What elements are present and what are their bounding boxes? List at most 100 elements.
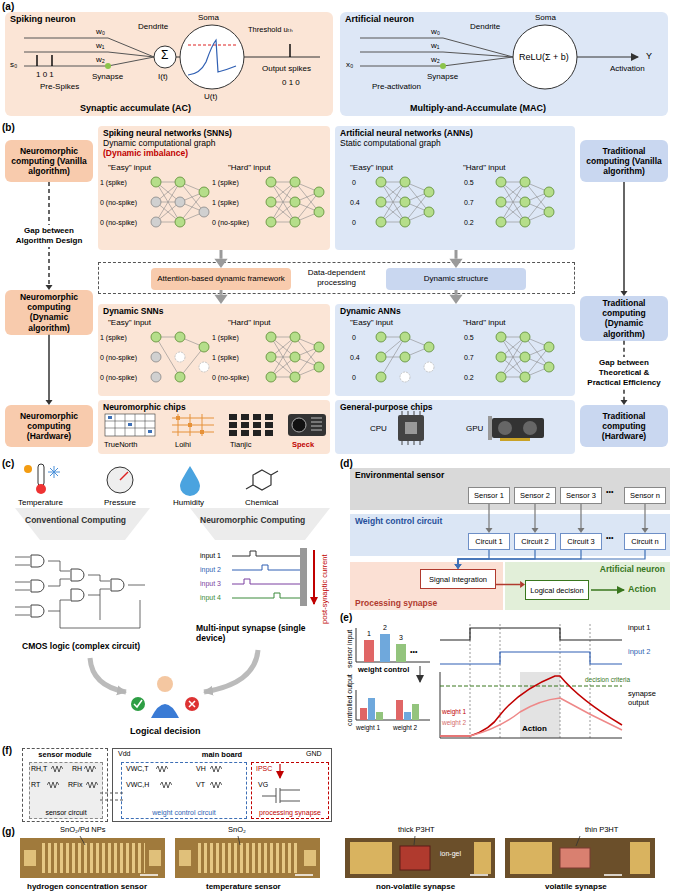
bar-chart [376, 712, 383, 720]
body-text: Dynamic computational graph [103, 138, 325, 148]
arrowhead [46, 285, 53, 290]
text-label: 0.2 [464, 374, 474, 382]
body-text: Static computational graph [340, 138, 570, 148]
connector [214, 250, 227, 268]
circuit-wiring [160, 782, 172, 788]
synapse-device [232, 565, 300, 570]
chip-icon [253, 414, 261, 420]
device-photo [470, 874, 488, 876]
synapse-device [232, 548, 314, 606]
text-label: Pre-activation [372, 82, 421, 91]
chip-icon [105, 414, 155, 436]
signal-plot [520, 672, 560, 738]
sensor-icon [107, 467, 133, 493]
text-label: Pressure [104, 498, 136, 507]
text-label: (c) [2, 458, 14, 470]
synapse-device [232, 579, 300, 584]
text-label: RH [72, 765, 82, 773]
heading-text: General-purpose chips [340, 402, 570, 412]
text-label: Neuromorphic Computing [200, 516, 305, 526]
heading-text: Environmental sensor [355, 470, 665, 480]
arrowhead [486, 528, 493, 533]
device-photo [80, 836, 85, 845]
text-label: "Easy" input [350, 318, 393, 327]
chip-icon [229, 414, 237, 420]
cmos-circuit [71, 569, 84, 581]
connector [455, 550, 646, 569]
text-label: decision criteria [584, 676, 631, 683]
chip-icon [311, 418, 322, 430]
connector-line [455, 290, 458, 295]
circuit-wiring [279, 764, 280, 778]
text-label: VH [196, 765, 206, 773]
text-label: w₂ [431, 55, 440, 64]
bar-chart [412, 704, 419, 720]
connector-line [644, 504, 645, 528]
decision-figure [185, 697, 199, 711]
device-photo [295, 874, 313, 876]
spiking-neuron-drawing [244, 57, 320, 58]
text-label: non-volatile synapse [376, 882, 455, 891]
device-photo [505, 838, 655, 878]
text-label: (e) [340, 612, 352, 624]
chip-icon [398, 415, 424, 441]
heading-text: sensor module [25, 750, 105, 759]
stage-box: Neuromorphic computing (Vanilla algorith… [5, 140, 93, 182]
text-label: Action [522, 724, 547, 733]
chip-icon [265, 430, 273, 436]
cmos-circuit [31, 605, 44, 617]
artificial-neuron-drawing [577, 57, 638, 58]
text-label: 1 0 1 [36, 70, 54, 79]
arrowhead [449, 295, 462, 304]
spiking-neuron-drawing [105, 63, 111, 69]
network-graph [151, 332, 209, 382]
text-label: thin P3HT [585, 826, 618, 835]
connector-line [458, 550, 535, 564]
connector [449, 250, 462, 268]
connector-line [48, 335, 50, 400]
device-photo [140, 874, 158, 876]
text-label: input 3 [200, 580, 221, 588]
synapse-device [300, 548, 307, 606]
process-box: Sensor 3 [560, 487, 602, 504]
text-label: ••• [410, 648, 417, 656]
text-label: synapse output [628, 690, 670, 707]
connector [46, 335, 53, 405]
bar-chart [396, 644, 406, 662]
process-box: Logical decision [525, 580, 589, 600]
stage-box: Traditional computing (Dynamic algorithm… [580, 296, 668, 341]
chip-icon [241, 430, 249, 436]
decision-figure [131, 697, 145, 711]
text-label: Threshold uₜₕ [248, 26, 293, 35]
device-photo [604, 874, 622, 876]
text-label: Loihi [175, 441, 191, 450]
device-photo [175, 838, 320, 878]
process-box: Sensor n [624, 487, 666, 504]
text-label: 0.7 [464, 354, 474, 362]
arrowhead [642, 528, 649, 533]
text-label: Activation [610, 64, 645, 73]
arrowhead [532, 528, 539, 533]
text-label: Dendrite [470, 22, 500, 31]
network-graph [266, 332, 324, 382]
text-label: RH,T [31, 765, 47, 773]
device-photo [474, 842, 491, 874]
connector [621, 182, 628, 296]
text-label: "Hard" input [228, 318, 271, 327]
chip-icon [148, 430, 152, 433]
device-photo [560, 848, 590, 868]
stage-box: Traditional computing (Hardware) [580, 405, 668, 447]
text-label: Σ [161, 49, 168, 63]
device-photo [20, 838, 165, 878]
chip-icon [288, 414, 326, 436]
text-label: Speck [292, 441, 314, 450]
process-box: Circuit 1 [468, 533, 510, 550]
signal-plot [440, 628, 622, 640]
connector-label: Gap between Algorithm Design [7, 225, 91, 246]
bar-chart [420, 666, 421, 682]
heading-text: Signal integration [423, 575, 493, 584]
text-label: CPU [370, 424, 387, 433]
heading-text: main board [115, 750, 329, 759]
text-label: Multiply-and-Accumulate (MAC) [410, 103, 546, 113]
